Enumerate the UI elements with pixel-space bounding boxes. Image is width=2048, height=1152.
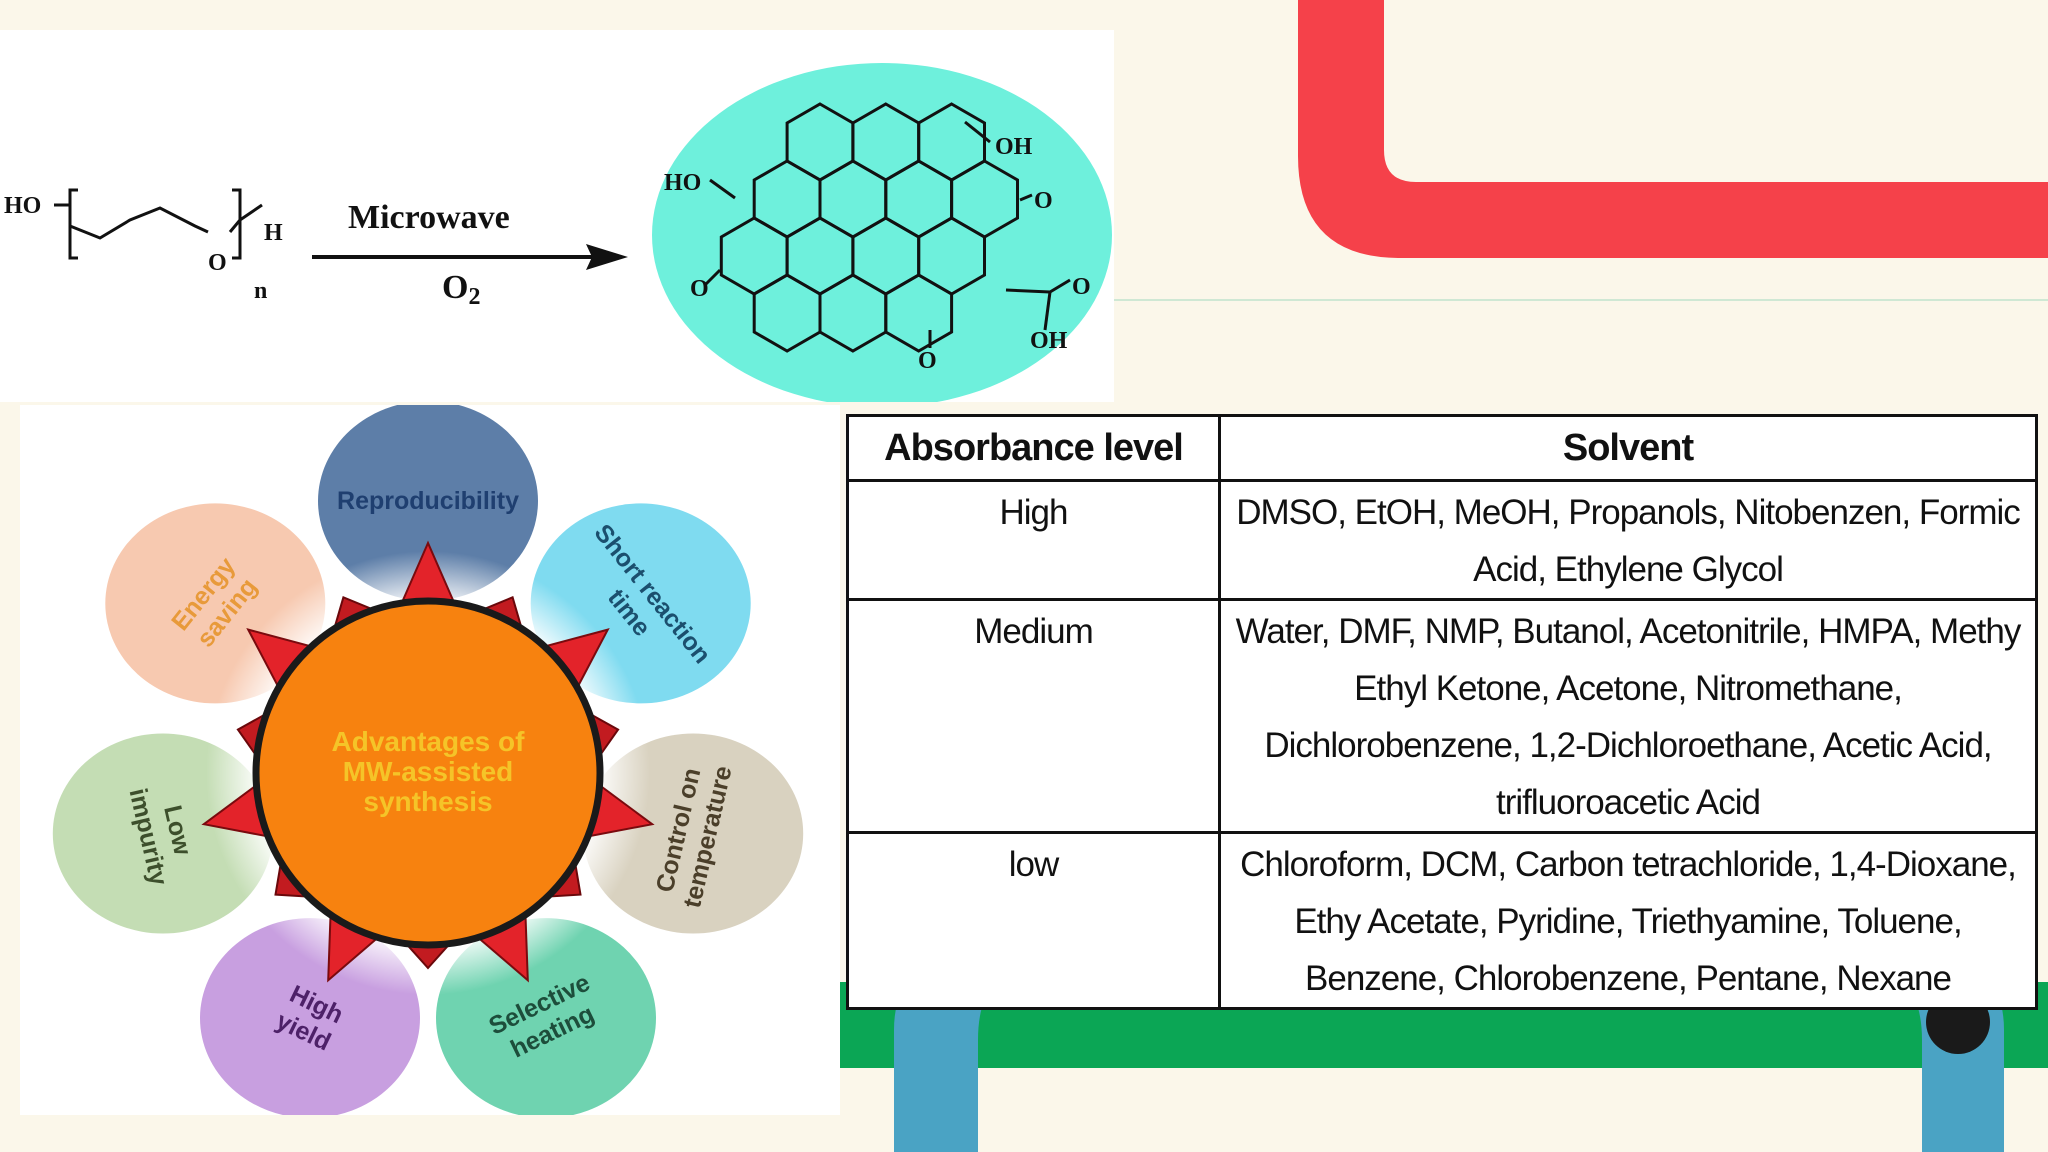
reaction-scheme-panel: HO O H n Microwave O2 HO OH O O O O O [0,30,1114,407]
petal-label: Reproducibility [337,487,519,515]
solvent-absorbance-table: Absorbance level Solvent High DMSO, EtOH… [846,414,2038,1010]
reactant-ho-label: HO [4,193,41,219]
substituent-bond [1043,291,1052,331]
red-band-shape [1298,0,2048,258]
condition-o2-label: O2 [442,269,480,310]
product-ho-label: HO [664,170,701,196]
reactant-n-label: n [254,278,267,304]
substituent-bond [1019,193,1033,202]
carbon-dot-product [652,63,1112,407]
reaction-arrow [312,244,628,270]
substituent-bond [709,178,736,200]
table-header-row: Absorbance level Solvent [846,414,2038,482]
petal-circle [318,401,538,601]
condition-microwave-label: Microwave [348,199,510,236]
header-absorbance-level: Absorbance level [846,414,1221,482]
absorbance-level-cell: Medium [846,598,1221,834]
absorbance-level-cell: low [846,831,1221,1010]
header-solvent: Solvent [1218,414,2038,482]
product-ring-o-label: O [1034,188,1053,214]
table-row: High DMSO, EtOH, MeOH, Propanols, Nitobe… [846,479,2038,601]
absorbance-level-cell: High [846,479,1221,601]
hexagon-ring [884,273,954,353]
wheel-center-circle [252,597,604,949]
reaction-scheme: HO O H n Microwave O2 HO OH O O O O O [4,63,1112,407]
reactant-h-label: H [264,220,283,246]
table-row: Medium Water, DMF, NMP, Butanol, Acetoni… [846,598,2038,834]
product-labels: HO OH O O O O OH [664,134,1091,374]
solvent-cell: Chloroform, DCM, Carbon tetrachloride, 1… [1218,831,2038,1010]
substituent-bond [1049,278,1071,294]
product-oh-top-label: OH [995,134,1033,160]
peg-bracket-chain [54,188,263,260]
substituent-bond [704,268,722,286]
reactant-o-label: O [208,250,227,276]
product-cooh-oh-label: OH [1030,328,1068,354]
substituent-bond [1005,288,1051,294]
solvent-cell: DMSO, EtOH, MeOH, Propanols, Nitobenzen,… [1218,479,2038,601]
solvent-cell: Water, DMF, NMP, Butanol, Acetonitrile, … [1218,598,2038,834]
table-row: low Chloroform, DCM, Carbon tetrachlorid… [846,831,2038,1010]
product-o-left-label: O [690,276,709,302]
substituent-bond [964,120,991,144]
graphene-lattice-icon [704,102,1071,353]
product-cooh-o-label: O [1072,274,1091,300]
product-o-bottom-label: O [918,348,937,374]
wheel-petal: Reproducibility [318,401,538,601]
